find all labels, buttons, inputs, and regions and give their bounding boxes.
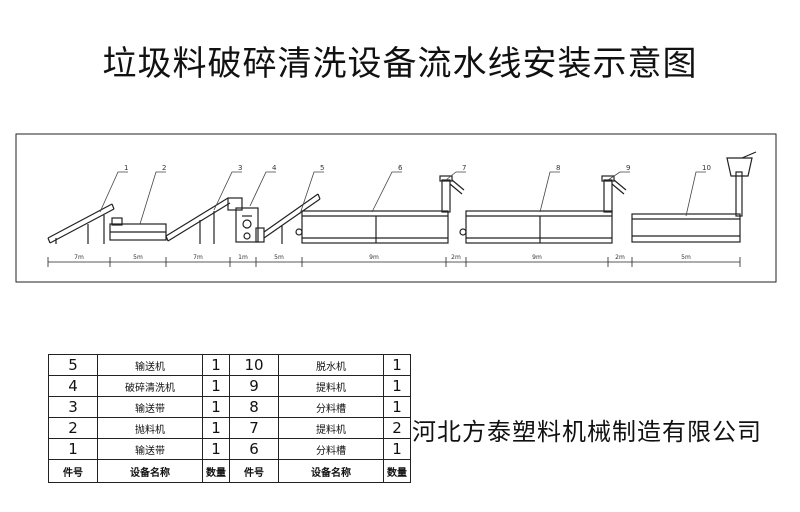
item-number-7: 7 [462,164,466,172]
equipment-6-separation-tank [295,210,449,244]
part-number-cell: 8 [229,396,279,418]
part-quantity-cell: 1 [202,396,230,418]
item-number-2: 2 [162,164,166,172]
equipment-3-conveyor-belt [165,197,231,244]
part-name-cell: 输送带 [97,396,203,418]
part-name-cell: 分料槽 [278,438,384,460]
part-quantity-cell: 1 [202,438,230,460]
dimension-ticks [47,257,741,267]
dimension-label: 9m [532,254,542,261]
item-number-3: 3 [238,164,242,172]
item-number-9: 9 [626,164,630,172]
equipment-4-crusher [227,197,259,243]
dimension-label: 7m [193,254,203,261]
header-quantity: 数量 [383,459,411,483]
dimension-label: 9m [369,254,379,261]
part-number-cell: 6 [229,438,279,460]
item-number-6: 6 [398,164,403,172]
header-part-name: 设备名称 [278,459,384,483]
item-number-1: 1 [124,164,128,172]
part-name-cell: 抛料机 [97,417,203,439]
part-number-cell: 2 [48,417,98,439]
part-quantity-cell: 1 [202,354,230,376]
part-name-cell: 分料槽 [278,396,384,418]
dimension-label: 2m [615,254,625,261]
item-number-10: 10 [702,164,711,172]
item-number-4: 4 [272,164,277,172]
part-quantity-cell: 1 [383,354,411,376]
dimension-label: 5m [133,254,143,261]
equipment-8-separation-tank [459,210,613,244]
item-number-8: 8 [556,164,560,172]
part-number-cell: 10 [229,354,279,376]
dimension-label: 7m [74,254,84,261]
part-number-cell: 4 [48,375,98,397]
dimension-labels: 7m 5m 7m 1m 5m 9m 2m 9m 2m 5m [74,254,691,261]
drawing-frame [15,133,777,283]
part-name-cell: 脱水机 [278,354,384,376]
part-name-cell: 破碎清洗机 [97,375,203,397]
dimension-label: 5m [274,254,284,261]
part-number-cell: 1 [48,438,98,460]
part-name-cell: 输送带 [97,438,203,460]
part-number-cell: 3 [48,396,98,418]
part-quantity-cell: 1 [202,375,230,397]
part-quantity-cell: 1 [383,438,411,460]
dimension-label: 1m [238,254,248,261]
part-name-cell: 输送机 [97,354,203,376]
leader-lines [99,171,706,225]
diagram-title: 垃圾料破碎清洗设备流水线安装示意图 [102,44,698,84]
part-number-cell: 7 [229,417,279,439]
dimension-label: 5m [681,254,691,261]
part-number-cell: 5 [48,354,98,376]
part-quantity-cell: 2 [383,417,411,439]
header-part-name: 设备名称 [97,459,203,483]
part-quantity-cell: 1 [383,396,411,418]
equipment-7-lifter [439,175,465,213]
part-quantity-cell: 1 [202,417,230,439]
part-name-cell: 提料机 [278,417,384,439]
equipment-10-dewatering-machine [631,151,757,243]
part-number-cell: 9 [229,375,279,397]
part-quantity-cell: 1 [383,375,411,397]
table-header-row: 件号设备名称数量件号设备名称数量 [48,459,411,483]
header-quantity: 数量 [202,459,230,483]
equipment-9-lifter [601,175,627,213]
part-name-cell: 提料机 [278,375,384,397]
header-part-number: 件号 [229,459,279,483]
item-number-labels: 1 2 3 4 5 6 7 8 9 10 [124,164,711,172]
company-name: 河北方泰塑料机械制造有限公司 [412,418,762,446]
header-part-number: 件号 [48,459,98,483]
equipment-5-conveyor [255,193,321,244]
dimension-label: 2m [451,254,461,261]
item-number-5: 5 [320,164,324,172]
equipment-2-thrower [109,217,167,241]
equipment-1-conveyor-belt [47,203,115,244]
